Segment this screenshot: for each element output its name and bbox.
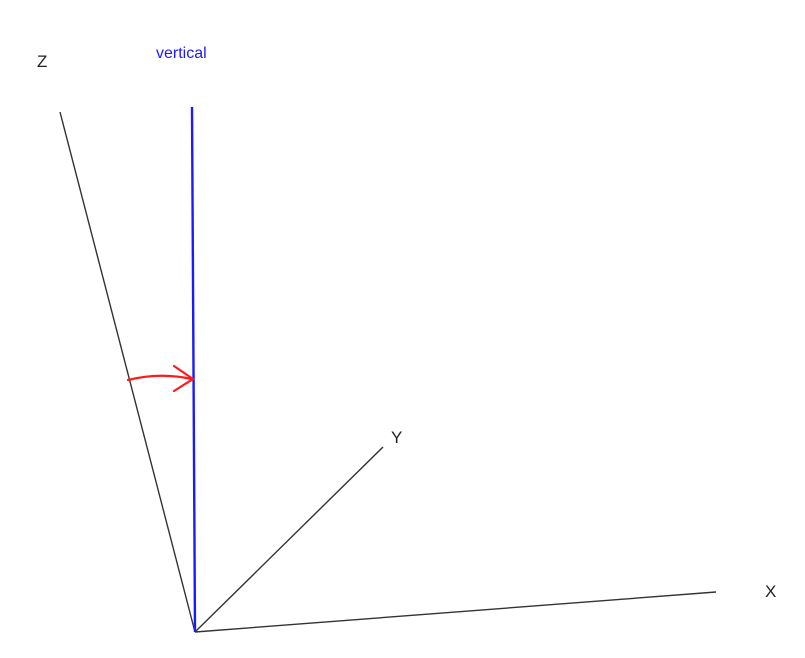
x-axis-label: X [765,582,776,601]
rotation-arrow-arc [126,374,194,382]
rotation-arrow [126,364,195,393]
vertical-line [190,106,197,633]
rotation-arrow-head [172,364,195,393]
z-axis-line [59,111,196,633]
x-axis-line [194,591,717,633]
vertical-label: vertical [156,45,207,62]
y-axis-line [194,446,384,633]
y-axis-label: Y [391,428,402,447]
z-axis-label: Z [37,52,47,71]
